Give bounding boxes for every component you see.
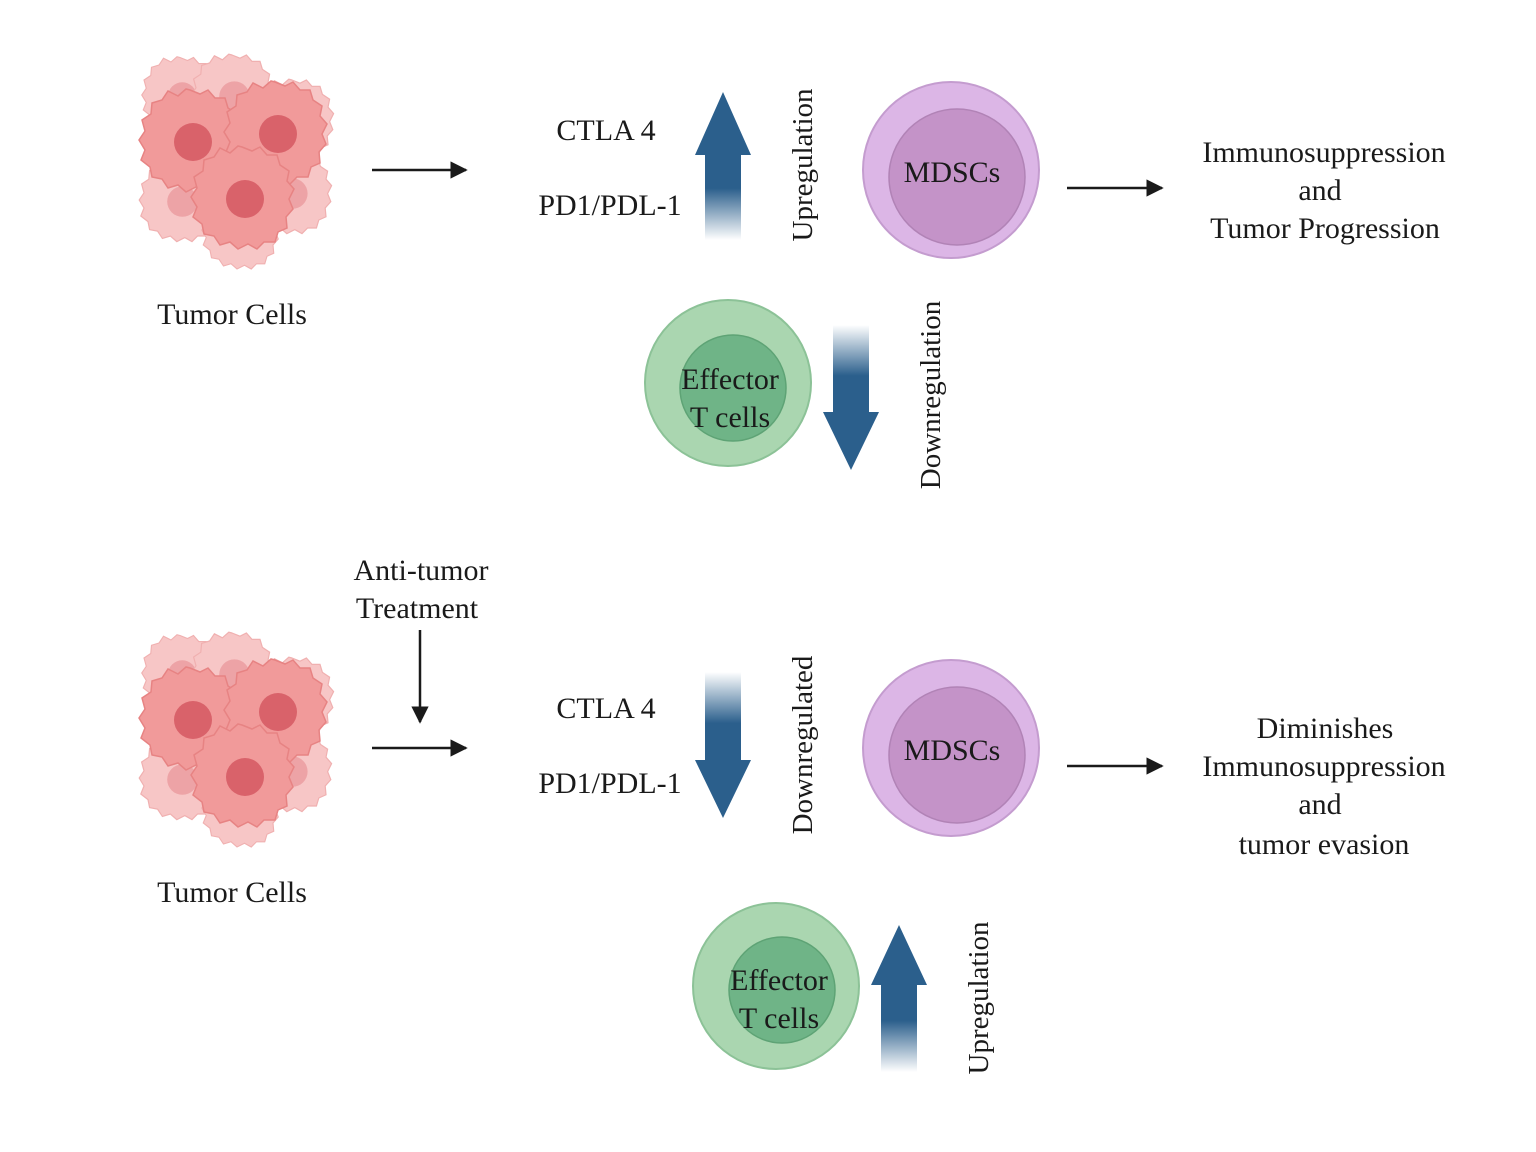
panel-before: Tumor Cells CTLA 4 PD1/PDL-1 Upregulatio… — [138, 53, 1446, 489]
tumor-cells-illustration — [138, 631, 335, 848]
outcome-line: Immunosuppression — [1202, 750, 1445, 783]
effector-change-label: Downregulation — [915, 300, 947, 489]
mdsc-label: MDSCs — [904, 734, 1001, 767]
outcome-text: Immunosuppression and Tumor Progression — [1202, 136, 1445, 245]
outcome-line: tumor evasion — [1239, 828, 1410, 861]
marker-change-label: Downregulated — [787, 655, 819, 834]
treatment-label-line: Treatment — [356, 592, 479, 625]
downregulation-arrow — [823, 325, 879, 470]
mdsc-cell: MDSCs — [862, 81, 1040, 259]
effector-label-line: Effector — [681, 363, 779, 396]
marker-ctla4: CTLA 4 — [556, 692, 655, 725]
downregulated-arrow — [695, 672, 751, 818]
outcome-line: Immunosuppression — [1202, 136, 1445, 169]
mdsc-cell: MDSCs — [862, 659, 1040, 837]
effector-label-line: Effector — [730, 964, 828, 997]
treatment-label-line: Anti-tumor — [354, 554, 489, 587]
marker-change-label: Upregulation — [787, 88, 819, 242]
marker-pd1-pdl1: PD1/PDL-1 — [538, 189, 681, 222]
effector-label-line: T cells — [690, 401, 770, 434]
tumor-cells-illustration — [138, 53, 335, 270]
effector-t-cell: Effector T cells — [692, 902, 860, 1070]
upregulation-arrow — [871, 925, 927, 1072]
effector-change-label: Upregulation — [963, 921, 995, 1075]
outcome-line: Tumor Progression — [1210, 212, 1440, 245]
effector-t-cell: Effector T cells — [644, 299, 812, 467]
effector-label-line: T cells — [739, 1002, 819, 1035]
outcome-text: Diminishes Immunosuppression and tumor e… — [1202, 712, 1445, 861]
marker-pd1-pdl1: PD1/PDL-1 — [538, 767, 681, 800]
outcome-line: Diminishes — [1257, 712, 1394, 745]
tumor-cells-label: Tumor Cells — [157, 876, 307, 909]
tumor-cells-label: Tumor Cells — [157, 298, 307, 331]
outcome-line: and — [1298, 788, 1341, 821]
outcome-line: and — [1298, 174, 1341, 207]
marker-ctla4: CTLA 4 — [556, 114, 655, 147]
panel-after: Anti-tumor Treatment Tumor Cells CTLA 4 … — [138, 554, 1446, 1075]
mdsc-label: MDSCs — [904, 156, 1001, 189]
upregulation-arrow — [695, 92, 751, 240]
